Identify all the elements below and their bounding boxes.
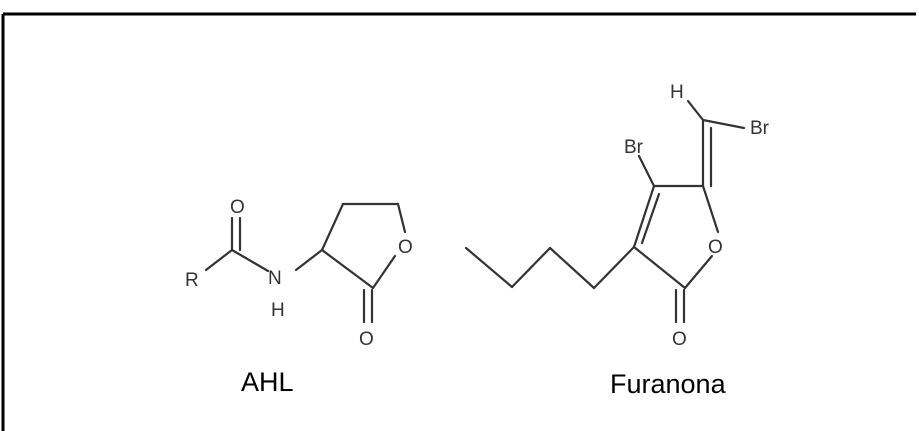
ahl-atom-ring-o: O bbox=[398, 237, 413, 258]
furanona-ring-o-c2 bbox=[683, 254, 714, 290]
ahl-ring-c2-c3 bbox=[320, 248, 375, 290]
furanona-bond-c4-br bbox=[637, 154, 656, 188]
furanona-bond-ch-br bbox=[701, 118, 746, 130]
ahl-ring-c5-o bbox=[396, 202, 407, 234]
furanona-chain-4 bbox=[592, 245, 636, 290]
furanona-atom-lactone-o: O bbox=[672, 329, 687, 350]
ahl-bond-c-n bbox=[230, 248, 270, 273]
ahl-atom-r: R bbox=[185, 270, 199, 291]
furanona-chain-3 bbox=[548, 246, 596, 290]
ahl-ring-c3-c4 bbox=[320, 202, 345, 252]
furanona-ring-c5-o bbox=[701, 184, 720, 234]
ahl-atom-carbonyl-o: O bbox=[230, 197, 245, 218]
ahl-atom-lactone-o: O bbox=[359, 329, 374, 350]
furanona-atom-ring-o: O bbox=[708, 237, 723, 258]
ahl-caption: AHL bbox=[241, 367, 294, 397]
ahl-bond-r-c bbox=[204, 248, 234, 272]
furanona-bond-ch-h bbox=[686, 99, 705, 122]
furanona-atom-br-left: Br bbox=[624, 137, 644, 158]
furanona-chain-2 bbox=[510, 246, 552, 289]
ahl-atom-n: N bbox=[268, 268, 282, 289]
furanona-ring-c3-c4 bbox=[632, 184, 656, 249]
furanona-atom-br-right: Br bbox=[750, 118, 770, 139]
furanona-structure: H Br Br O O Furanona bbox=[464, 82, 770, 399]
ahl-bond-n-c3 bbox=[294, 248, 324, 272]
ahl-structure: R O N H O O AHL bbox=[185, 197, 413, 397]
ahl-ring-o-c2 bbox=[371, 254, 397, 290]
furanona-ring-c3-c4-inner bbox=[640, 192, 661, 245]
figure-border bbox=[1, 12, 916, 431]
furanona-caption: Furanona bbox=[610, 369, 727, 399]
furanona-chain-1 bbox=[464, 246, 514, 289]
ahl-atom-h: H bbox=[271, 300, 285, 321]
furanona-ring-c2-c3 bbox=[632, 245, 687, 290]
furanona-atom-h: H bbox=[670, 82, 684, 103]
